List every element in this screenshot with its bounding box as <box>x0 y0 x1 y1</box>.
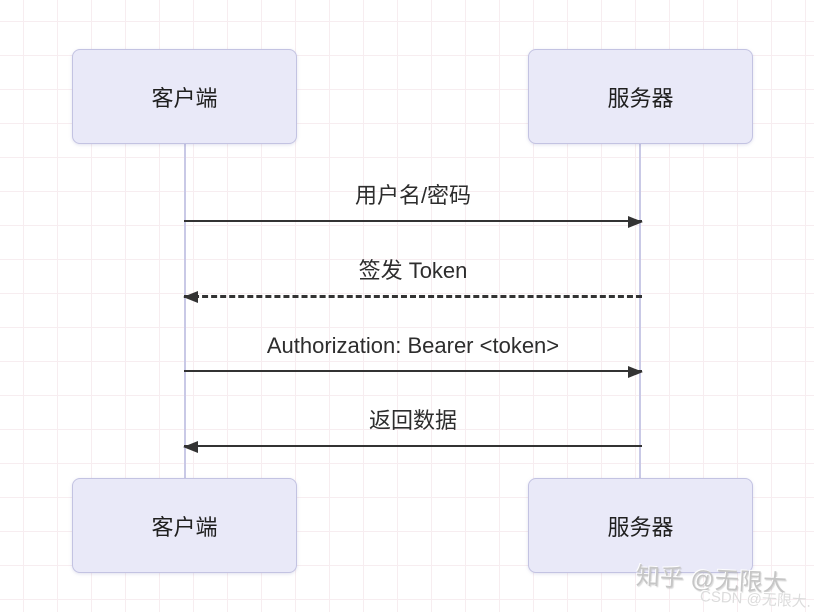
actor-server-bottom: 服务器 <box>528 478 753 573</box>
message-arrow-right <box>184 366 643 378</box>
actor-server-top-label: 服务器 <box>607 85 674 111</box>
message-arrow-right <box>184 216 643 228</box>
message-label: 返回数据 <box>368 408 457 433</box>
arrowhead-left-icon <box>183 441 198 453</box>
actor-client-top-label: 客户端 <box>151 85 218 111</box>
message-arrow-left <box>183 441 642 453</box>
arrowhead-left-icon <box>183 290 198 303</box>
actor-server-top: 服务器 <box>528 49 753 144</box>
csdn-watermark: CSDN @无限大. <box>699 588 812 611</box>
server-lifeline <box>639 144 641 478</box>
message-authorization-bearer: Authorization: Bearer <token> <box>184 330 643 378</box>
message-label: 签发 Token <box>358 258 468 283</box>
message-arrow-left-dashed <box>183 290 642 303</box>
message-username-password: 用户名/密码 <box>184 180 643 228</box>
message-return-data: 返回数据 <box>183 405 642 453</box>
actor-client-bottom-label: 客户端 <box>151 514 218 540</box>
arrowhead-right-icon <box>628 216 643 228</box>
client-lifeline <box>184 144 186 478</box>
message-label: 用户名/密码 <box>354 183 472 208</box>
actor-client-bottom: 客户端 <box>72 478 297 573</box>
actor-client-top: 客户端 <box>72 49 297 144</box>
message-issue-token: 签发 Token <box>183 255 642 303</box>
arrowhead-right-icon <box>628 366 643 378</box>
message-label: Authorization: Bearer <token> <box>266 333 560 358</box>
actor-server-bottom-label: 服务器 <box>607 514 674 540</box>
